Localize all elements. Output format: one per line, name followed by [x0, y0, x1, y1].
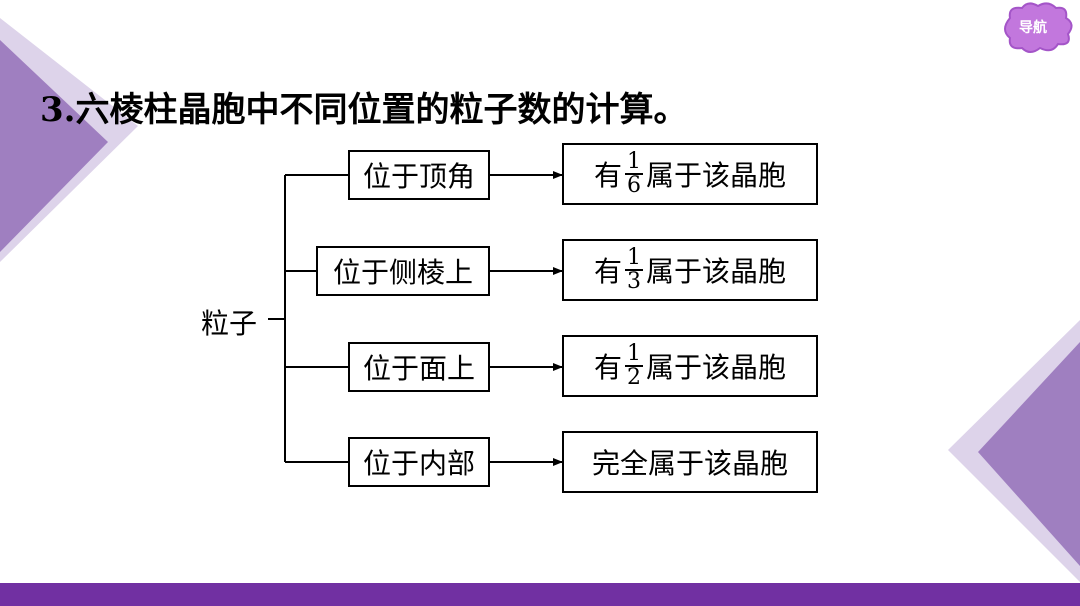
position-box-face: 位于面上	[348, 342, 490, 392]
result-box-interior: 完全属于该晶胞	[562, 431, 818, 493]
fraction-denominator: 3	[627, 269, 641, 294]
fraction: 1 3	[625, 247, 643, 293]
fraction-numerator: 1	[625, 149, 643, 175]
result-suffix: 属于该晶胞	[646, 351, 787, 384]
result-box-face: 有 1 2 属于该晶胞	[562, 335, 818, 397]
result-suffix: 属于该晶胞	[646, 159, 787, 192]
fraction-numerator: 1	[625, 341, 643, 367]
position-box-edge: 位于侧棱上	[316, 246, 490, 296]
position-box-vertex: 位于顶角	[348, 150, 490, 200]
root-label: 粒子	[201, 307, 258, 340]
result-prefix: 有	[593, 351, 622, 384]
position-box-interior: 位于内部	[348, 437, 490, 487]
right-triangle-dark	[978, 342, 1080, 566]
result-prefix: 有	[593, 255, 622, 288]
result-prefix: 有	[593, 159, 622, 192]
left-triangle-dark	[0, 40, 108, 252]
footer-bar	[0, 583, 1080, 606]
page-title: 3.六棱柱晶胞中不同位置的粒子数的计算。	[40, 90, 688, 130]
fraction-denominator: 6	[627, 173, 641, 198]
nav-label: 导航	[1019, 20, 1047, 36]
result-box-vertex: 有 1 6 属于该晶胞	[562, 143, 818, 205]
nav-button[interactable]: 导航	[998, 2, 1080, 58]
fraction-denominator: 2	[627, 365, 641, 390]
fraction: 1 2	[625, 343, 643, 389]
cloud-icon	[1004, 2, 1073, 53]
result-suffix: 属于该晶胞	[646, 255, 787, 288]
result-box-edge: 有 1 3 属于该晶胞	[562, 239, 818, 301]
fraction: 1 6	[625, 151, 643, 197]
fraction-numerator: 1	[625, 245, 643, 271]
